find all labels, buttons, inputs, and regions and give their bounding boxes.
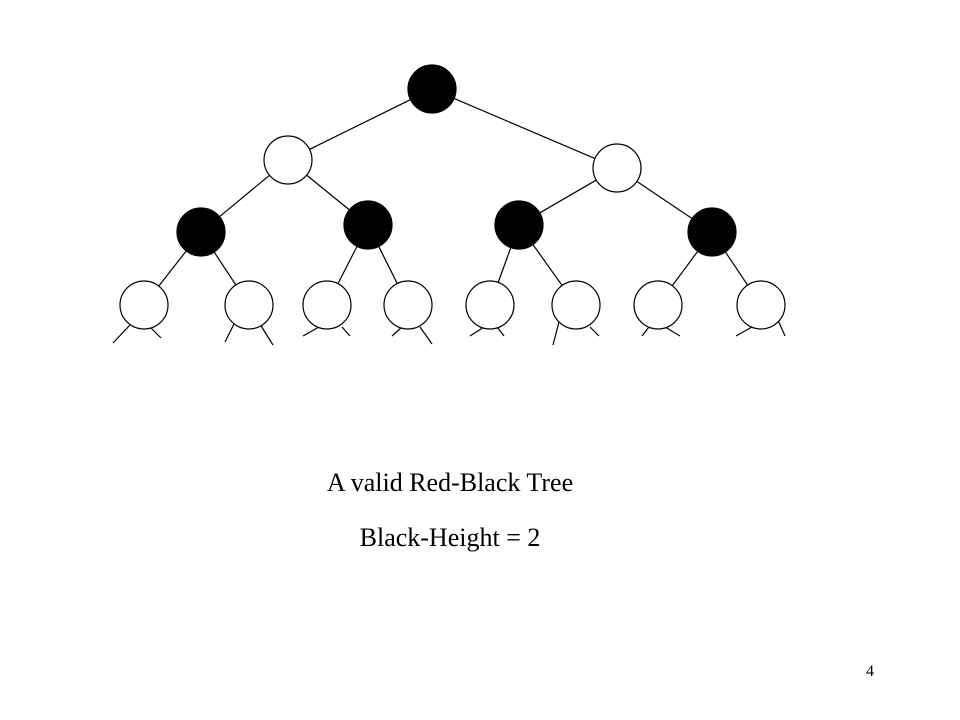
nil-stub-n12-right	[589, 326, 600, 337]
red-node-n1	[263, 135, 313, 185]
nil-stub-n14-left	[735, 326, 753, 337]
nil-stub-n14-right	[777, 319, 786, 337]
edge-root-n2	[452, 97, 597, 160]
tree-nodes	[119, 64, 786, 330]
red-node-n11	[465, 280, 515, 330]
black-node-n6	[687, 207, 737, 257]
nil-stub-n9-right	[341, 326, 351, 337]
edge-n4-n10	[377, 245, 399, 285]
nil-stub-n10-left	[391, 326, 403, 337]
edge-n1-n4	[305, 174, 351, 211]
page-number: 4	[866, 663, 874, 680]
nil-leaf-stubs	[112, 317, 786, 346]
black-node-n3	[176, 207, 226, 257]
red-node-n7	[119, 280, 169, 330]
red-node-n8	[224, 280, 274, 330]
edge-n6-n14	[724, 250, 749, 287]
edge-n5-n11	[497, 246, 512, 284]
edge-n5-n12	[531, 243, 564, 287]
nil-stub-n13-right	[664, 326, 681, 337]
tree-edges	[157, 97, 749, 288]
red-node-n14	[736, 280, 786, 330]
nil-stub-n7-left	[112, 324, 131, 344]
edge-root-n1	[308, 98, 412, 151]
black-node-n4	[343, 200, 393, 250]
nil-stub-n11-right	[496, 326, 505, 337]
edge-n2-n6	[635, 180, 694, 220]
caption-title: A valid Red-Black Tree	[326, 468, 574, 497]
nil-stub-n7-right	[149, 326, 162, 339]
red-node-n2	[592, 143, 642, 193]
nil-stub-n10-right	[419, 326, 433, 345]
edge-n4-n9	[336, 245, 359, 285]
nil-stub-n13-left	[641, 326, 650, 337]
black-node-n5	[494, 200, 544, 250]
red-node-n12	[551, 280, 601, 330]
nil-stub-n9-left	[302, 326, 320, 337]
red-node-n13	[633, 280, 683, 330]
nil-stub-n11-left	[469, 326, 485, 337]
edge-n3-n8	[213, 250, 237, 287]
caption-black-height: Black-Height = 2	[359, 523, 541, 552]
nil-stub-n8-left	[224, 321, 236, 343]
edge-n1-n3	[218, 174, 271, 218]
edge-n2-n5	[538, 179, 598, 214]
edge-n3-n7	[157, 249, 188, 288]
black-node-root	[407, 64, 457, 114]
red-node-n10	[383, 280, 433, 330]
red-node-n9	[302, 280, 352, 330]
edge-n6-n13	[671, 250, 699, 287]
